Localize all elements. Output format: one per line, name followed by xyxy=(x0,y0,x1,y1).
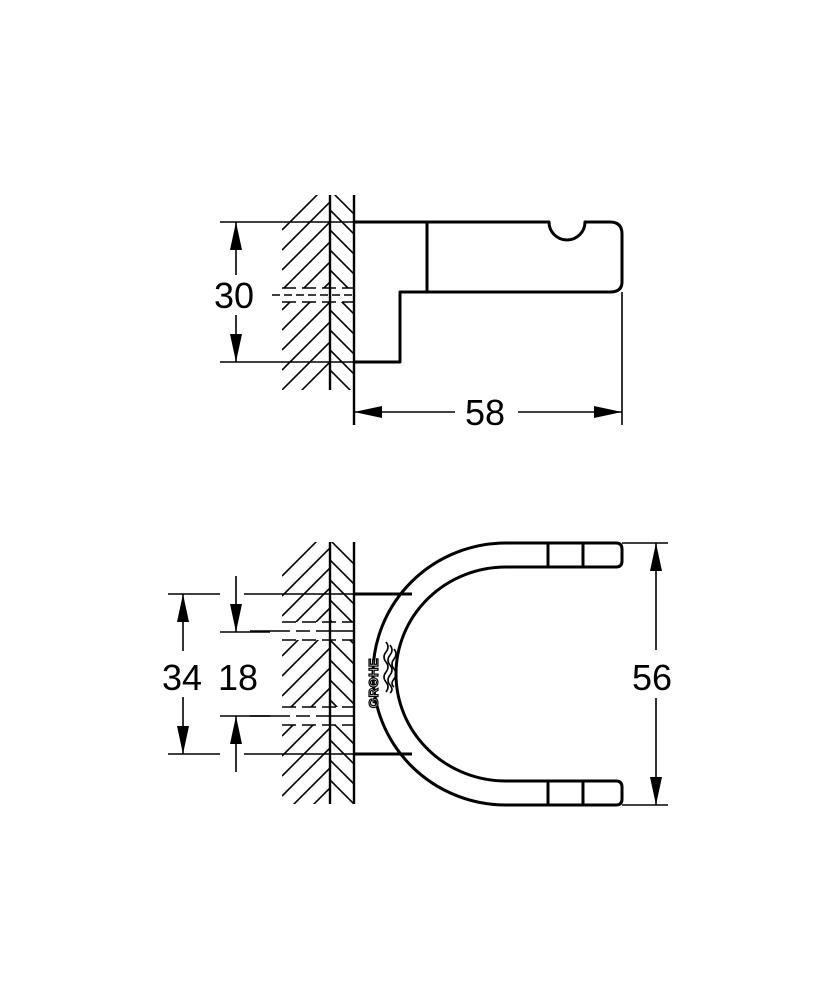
side-view: 30 58 xyxy=(214,195,624,433)
hook-side-outline xyxy=(354,220,624,364)
wall-section-top xyxy=(250,542,356,804)
dimension-height-label: 30 xyxy=(214,275,254,316)
dimension-projection: 58 xyxy=(354,292,623,433)
top-view: GROHE 34 18 xyxy=(162,541,672,807)
dimension-width-label: 56 xyxy=(632,657,672,698)
dimension-width: 56 xyxy=(622,542,672,806)
dimension-mount-outer: 34 xyxy=(162,593,354,755)
grohe-logo: GROHE xyxy=(365,641,397,709)
dimension-mount-outer-label: 34 xyxy=(162,657,202,698)
dimension-height: 30 xyxy=(214,221,354,363)
wall-section-side xyxy=(272,195,356,425)
dimension-mount-inner-label: 18 xyxy=(218,657,258,698)
dimension-projection-label: 58 xyxy=(465,392,505,433)
dimension-mount-inner: 18 xyxy=(218,576,270,772)
svg-text:GROHE: GROHE xyxy=(366,658,381,708)
hook-top-outline xyxy=(371,541,548,807)
